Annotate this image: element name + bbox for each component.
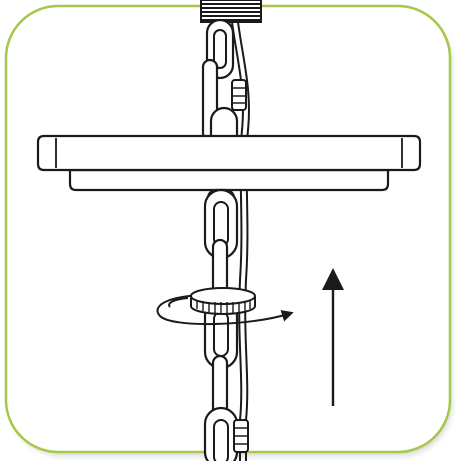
- wire-clip: [231, 79, 247, 111]
- lock-nut: [168, 287, 256, 315]
- rotation-arrow: [156, 293, 294, 325]
- chain-link-inner: [213, 29, 227, 69]
- chain-link-inner: [213, 311, 229, 357]
- up-arrow: [322, 268, 344, 406]
- chain-link-inner: [213, 419, 229, 461]
- threaded-nipple: [200, 0, 262, 23]
- ceiling-canopy: [36, 134, 422, 192]
